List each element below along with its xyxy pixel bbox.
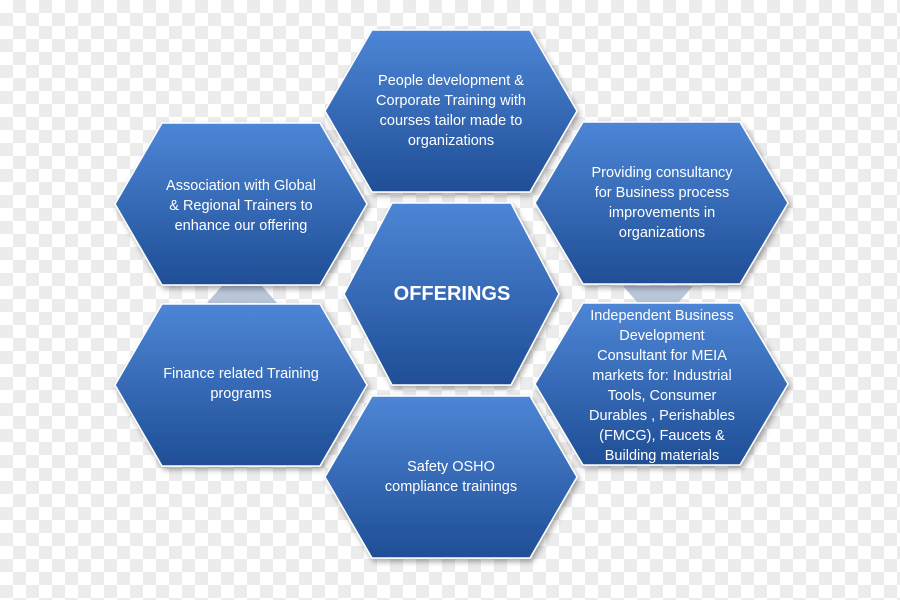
offering-label-association-trainers: Association with Global & Regional Train… — [166, 178, 316, 234]
hexagon-independent-consultant — [534, 302, 789, 466]
connector-right — [623, 286, 693, 303]
connector-left — [207, 286, 277, 303]
hexagon-center-offerings — [343, 202, 560, 386]
hexagon-consultancy — [534, 121, 789, 285]
offering-label-consultancy: Providing consultancy for Business proce… — [591, 165, 733, 241]
offering-label-safety-osho: Safety OSHO compliance trainings — [384, 459, 518, 495]
hexagon-association-trainers — [114, 122, 368, 286]
offering-label-independent-consultant: Independent Business Development Consult… — [589, 308, 735, 464]
offering-label-finance-training: Finance related Training programs — [163, 366, 319, 402]
hexagon-safety-osho — [324, 395, 578, 559]
offering-label-people-development: People development & Corporate Training … — [376, 73, 526, 149]
center-title: OFFERINGS — [393, 282, 511, 305]
hexagon-finance-training — [114, 303, 368, 467]
hexagon-people-development — [324, 29, 578, 193]
